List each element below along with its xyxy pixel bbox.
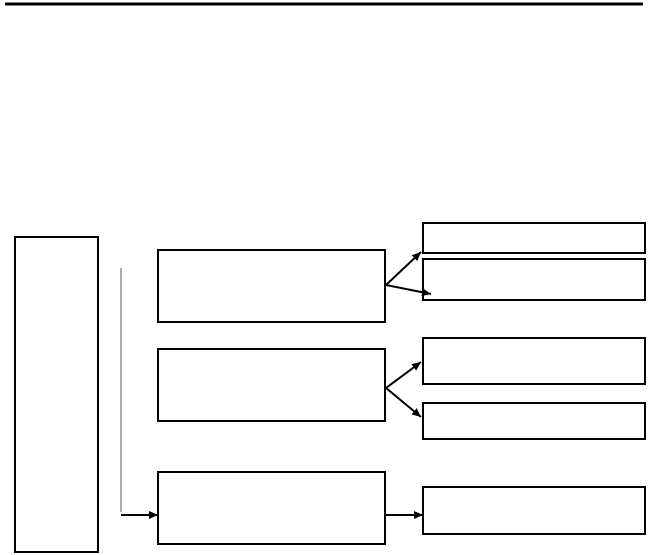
arrow-center-to-right3 xyxy=(385,361,422,389)
middle-bottom-box xyxy=(157,471,386,545)
middle-center-box xyxy=(157,348,386,422)
right-box-2 xyxy=(422,258,646,301)
right-box-4 xyxy=(422,402,646,440)
right-box-1 xyxy=(422,222,646,254)
right-box-3 xyxy=(422,337,646,385)
left-column-box xyxy=(14,236,99,553)
arrow-top-to-right2 xyxy=(385,284,432,297)
arrow-center-to-right4 xyxy=(385,387,422,418)
middle-top-box xyxy=(157,249,386,323)
right-box-5 xyxy=(422,486,646,535)
arrow-top-to-right1 xyxy=(385,251,422,286)
